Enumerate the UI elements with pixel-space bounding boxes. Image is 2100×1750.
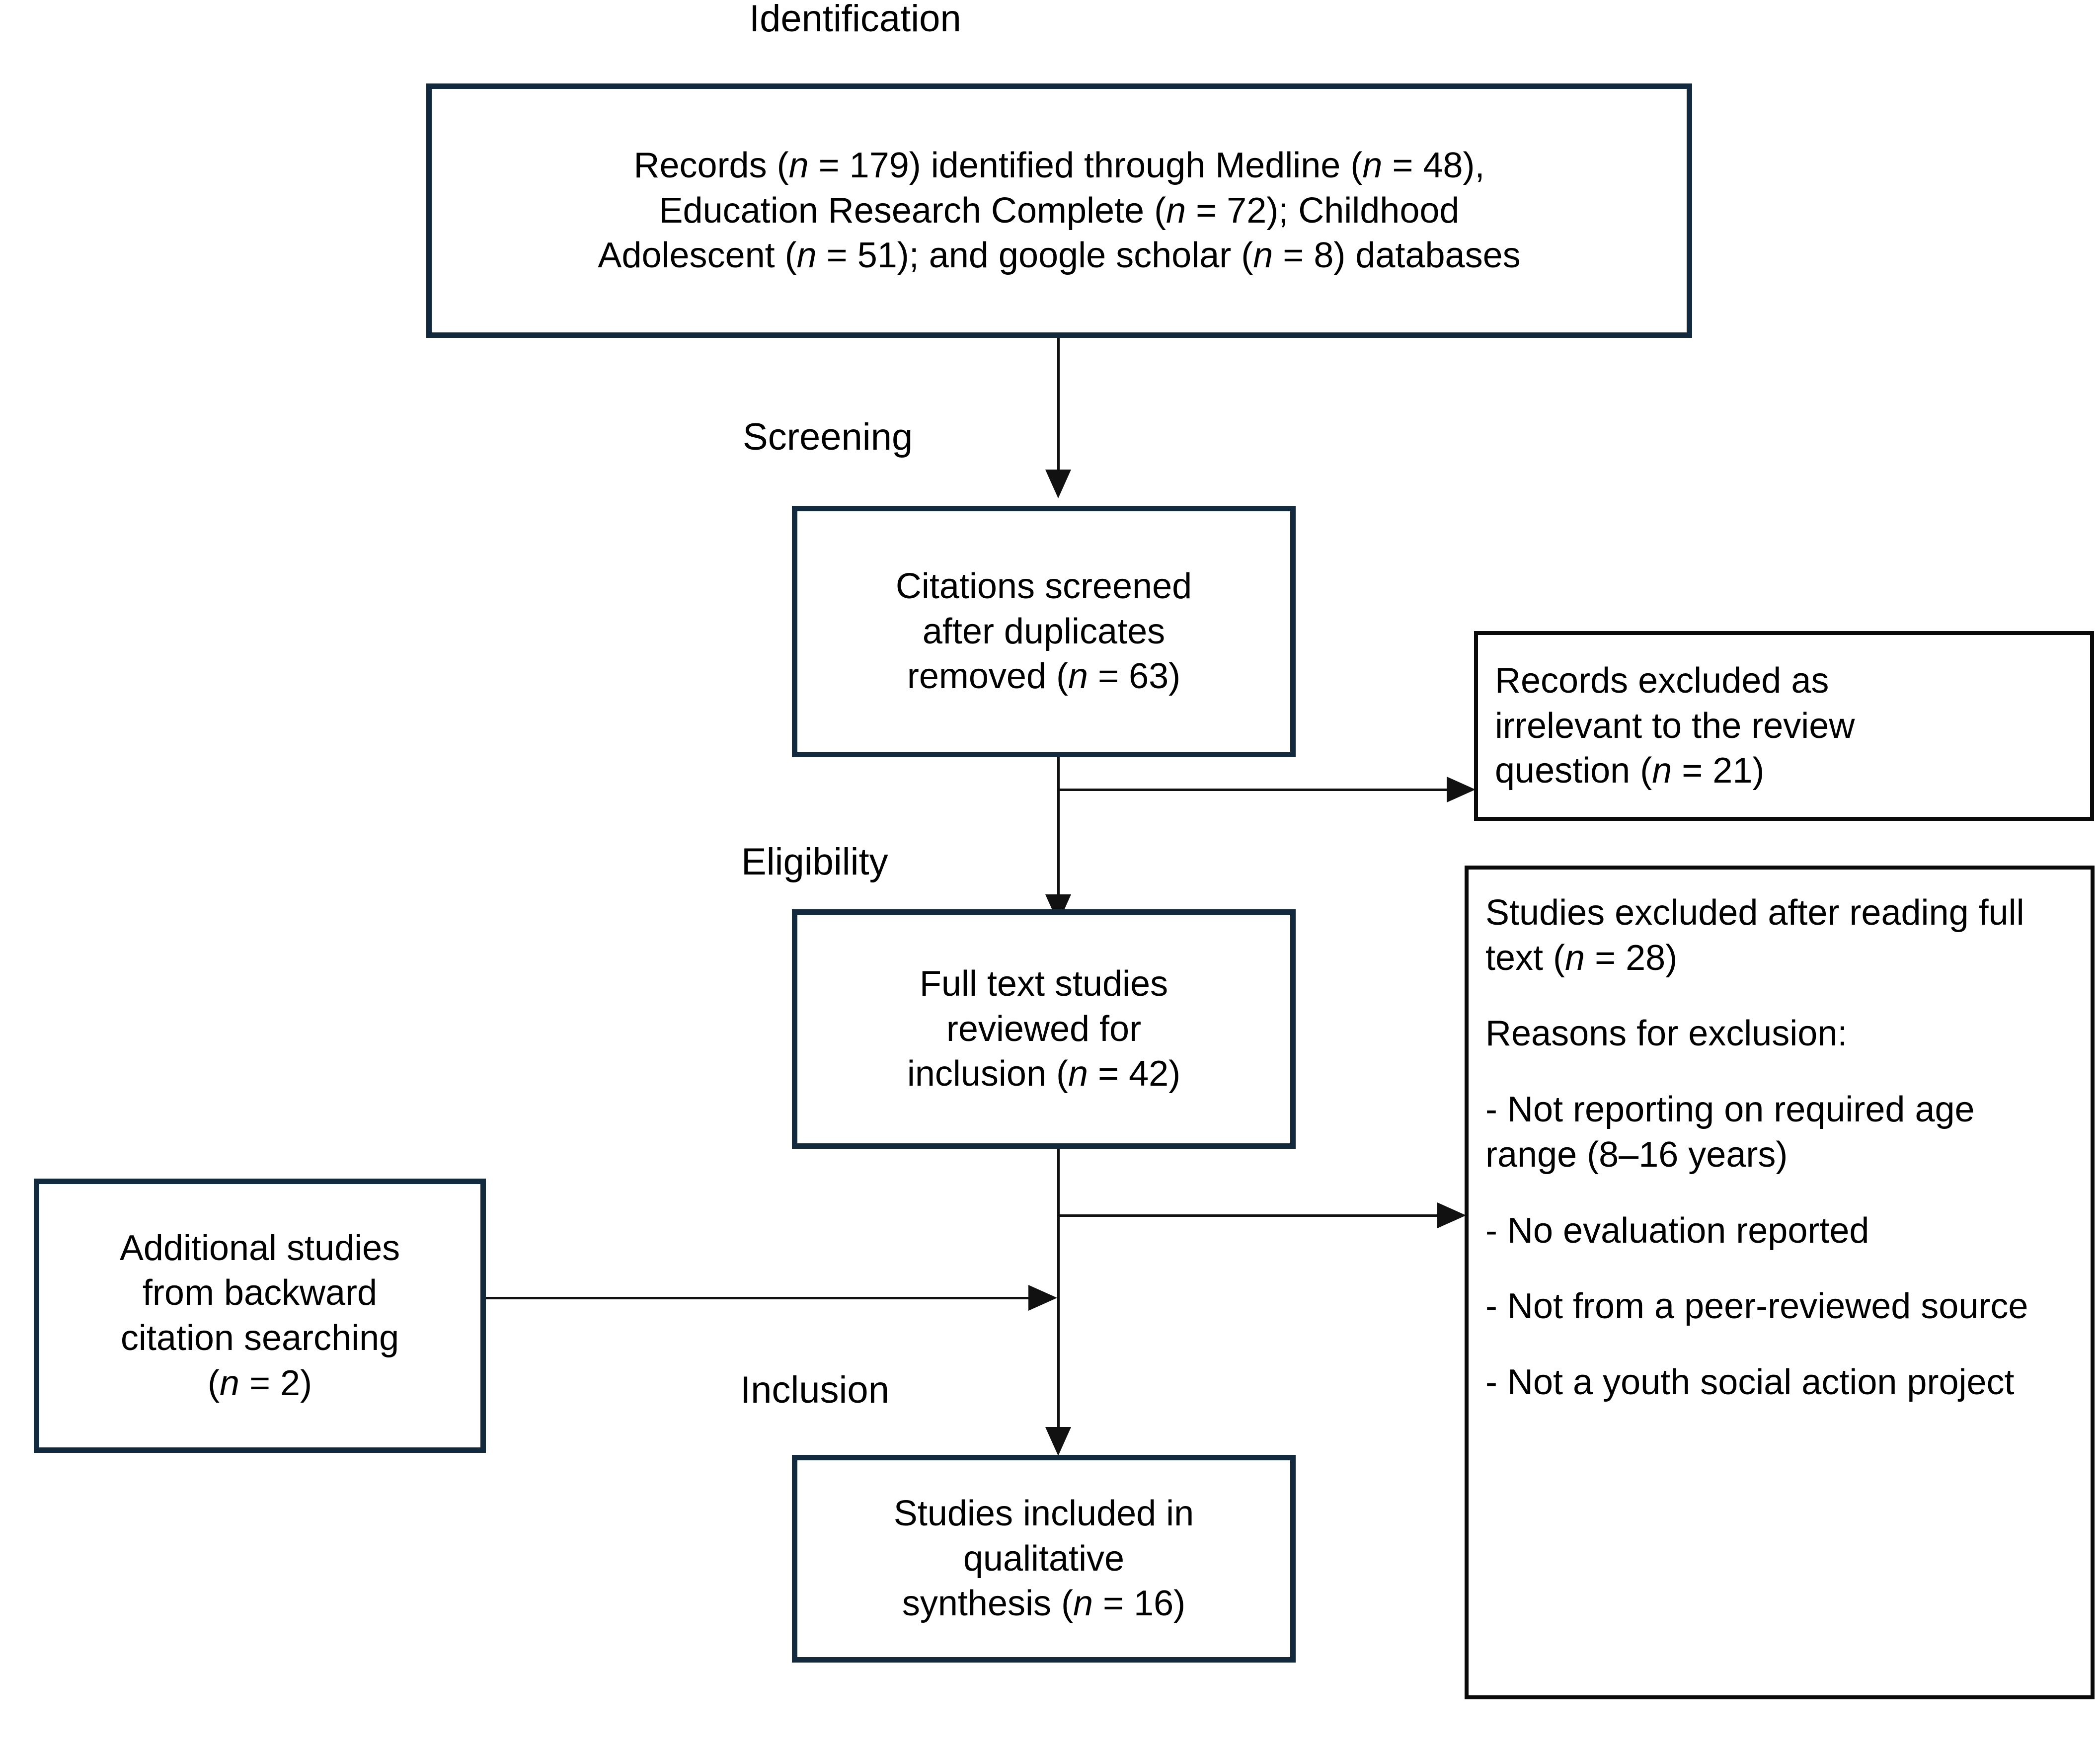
studies-excluded-heading: Studies excluded after reading full text… [1485, 893, 2024, 978]
records-excluded-line-3: question (n = 21) [1495, 751, 1765, 791]
included-line-2: qualitative [963, 1538, 1125, 1579]
connector-identification-to-screened [1057, 338, 1060, 472]
box-additional-studies: Additional studies from backward citatio… [34, 1179, 486, 1453]
stage-label-inclusion: Inclusion [740, 1369, 889, 1411]
full-text-line-3: inclusion (n = 42) [907, 1054, 1181, 1094]
stage-label-identification: Identification [749, 0, 961, 40]
connector-fulltext-to-studies-excluded [1057, 1214, 1440, 1217]
connector-fulltext-to-included [1057, 1149, 1060, 1447]
identification-line-3: Adolescent (n = 51); and google scholar … [598, 236, 1521, 276]
additional-studies-line-1: Additional studies [119, 1228, 400, 1268]
box-citations-screened: Citations screened after duplicates remo… [792, 506, 1296, 757]
included-line-3: synthesis (n = 16) [902, 1584, 1186, 1624]
full-text-line-2: reviewed for [946, 1009, 1142, 1049]
records-excluded-line-1: Records excluded as [1495, 660, 1829, 701]
screened-line-2: after duplicates [922, 611, 1166, 651]
included-line-1: Studies included in [893, 1493, 1194, 1533]
arrowhead-identification-to-screened [1045, 470, 1071, 498]
studies-excluded-reason-1: - Not reporting on required age range (8… [1485, 1090, 1975, 1175]
stage-label-eligibility: Eligibility [741, 841, 888, 883]
connector-screened-to-fulltext [1057, 757, 1060, 896]
additional-studies-line-3: citation searching [120, 1318, 399, 1358]
full-text-line-1: Full text studies [919, 963, 1168, 1004]
studies-excluded-reason-2: - No evaluation reported [1485, 1210, 1869, 1251]
arrowhead-fulltext-to-studies-excluded [1437, 1202, 1466, 1228]
box-studies-excluded-reasons: Studies excluded after reading full text… [1465, 866, 2095, 1699]
records-excluded-line-2: irrelevant to the review [1495, 706, 1855, 746]
identification-line-1: Records (n = 179) identified through Med… [633, 145, 1485, 185]
box-full-text-studies: Full text studies reviewed for inclusion… [792, 909, 1296, 1149]
arrowhead-fulltext-to-included [1045, 1427, 1071, 1456]
box-identification-records: Records (n = 179) identified through Med… [426, 83, 1692, 338]
studies-excluded-reasons-label: Reasons for exclusion: [1485, 1014, 1848, 1054]
connector-additional-to-trunk [482, 1297, 1031, 1299]
box-studies-included: Studies included in qualitative synthesi… [792, 1455, 1296, 1663]
connector-screened-to-records-excluded [1057, 789, 1450, 791]
additional-studies-line-2: from backward [142, 1273, 378, 1313]
arrowhead-screened-to-records-excluded [1447, 777, 1476, 802]
identification-line-2: Education Research Complete (n = 72); Ch… [659, 190, 1460, 231]
arrowhead-additional-to-trunk [1028, 1285, 1057, 1311]
studies-excluded-reason-3: - Not from a peer-reviewed source [1485, 1286, 2028, 1327]
box-records-excluded: Records excluded as irrelevant to the re… [1474, 631, 2094, 821]
screened-line-3: removed (n = 63) [907, 656, 1181, 697]
studies-excluded-reason-4: - Not a youth social action project [1485, 1362, 2015, 1403]
stage-label-screening: Screening [743, 416, 913, 458]
screened-line-1: Citations screened [895, 566, 1192, 606]
additional-studies-line-4: (n = 2) [207, 1363, 312, 1403]
